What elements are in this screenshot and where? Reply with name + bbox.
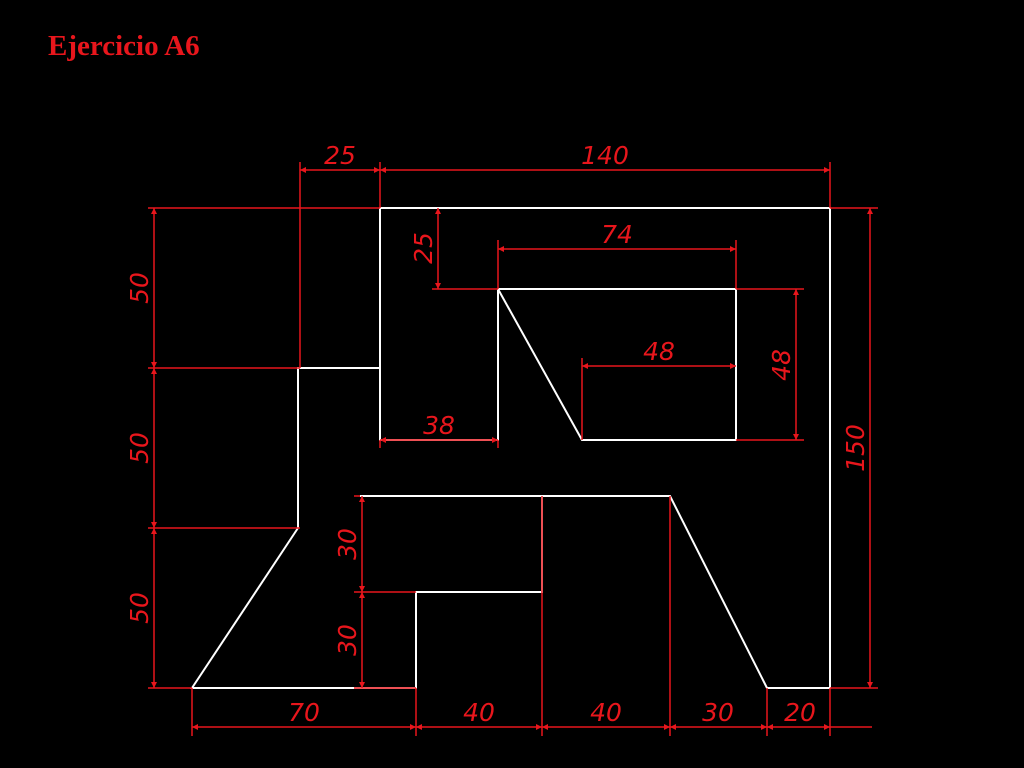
dim-bottom-30: 30 <box>702 698 734 727</box>
dim-inner-38: 38 <box>423 411 455 440</box>
extension-lines <box>148 162 878 736</box>
dim-inner-25: 25 <box>409 232 438 264</box>
dimension-lines <box>151 167 873 730</box>
dim-top-25: 25 <box>324 141 356 170</box>
dim-top-140: 140 <box>581 141 629 170</box>
dim-step-30-upper: 30 <box>333 528 362 560</box>
dim-bottom-20: 20 <box>784 698 816 727</box>
part-outline <box>190 207 831 689</box>
dim-left-50-top: 50 <box>125 272 154 304</box>
page-title: Ejercicio A6 <box>48 30 200 62</box>
dim-inner-74: 74 <box>601 220 633 249</box>
dim-left-50-bottom: 50 <box>125 592 154 624</box>
dim-step-30-lower: 30 <box>333 624 362 656</box>
dim-bottom-70: 70 <box>288 698 320 727</box>
outer-contour <box>190 207 831 689</box>
dimension-labels: 25 140 74 48 38 70 40 40 30 20 50 50 50 … <box>125 141 870 727</box>
inner-cutout-edge <box>497 288 737 441</box>
dim-inner-48-vertical: 48 <box>767 349 796 381</box>
dim-inner-48-horizontal: 48 <box>643 337 675 366</box>
dim-left-50-middle: 50 <box>125 432 154 464</box>
dim-right-150: 150 <box>841 424 870 472</box>
dim-bottom-40-right: 40 <box>590 698 622 727</box>
dim-bottom-40-left: 40 <box>463 698 495 727</box>
